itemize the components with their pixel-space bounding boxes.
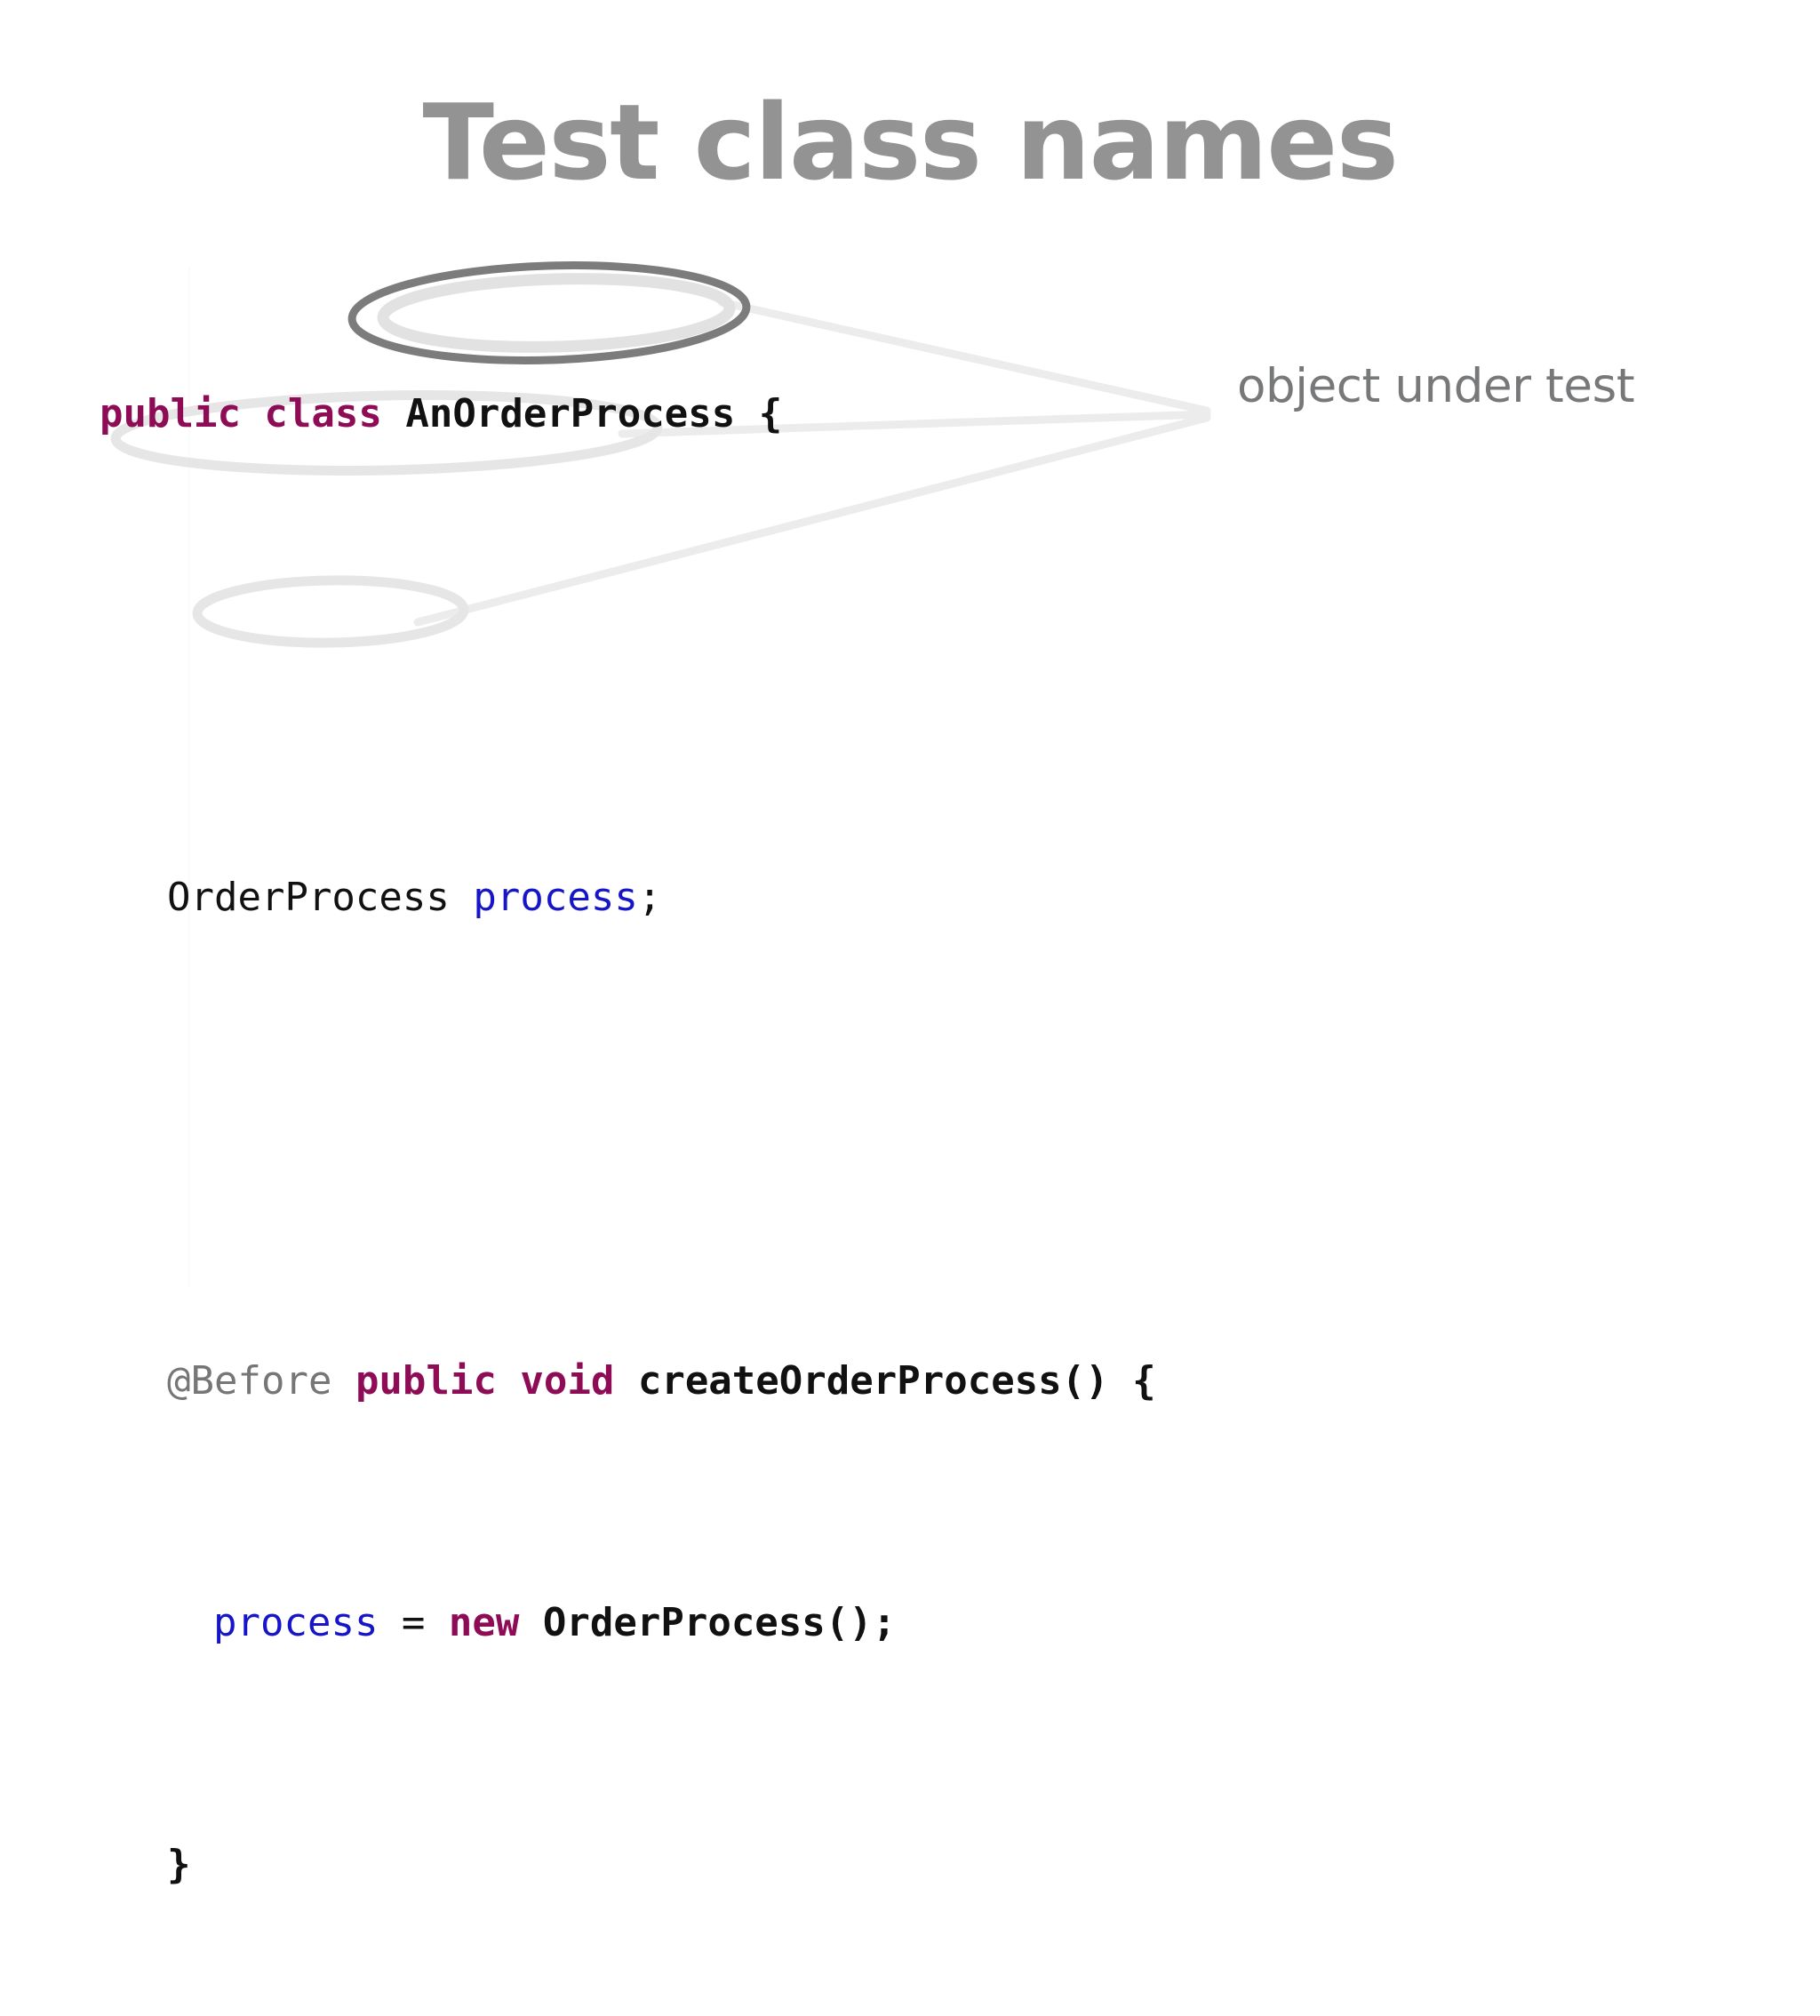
token-close-brace: } [167,1842,191,1887]
token-annotation-before: @Before [167,1358,332,1404]
token-type-orderprocess: OrderProcess [167,875,474,920]
code-line-blank-2 [100,1109,1156,1170]
code-line-assignment: process = new OrderProcess(); [100,1593,1156,1653]
annotation-label-object-under-test: object under test [1237,359,1635,413]
token-semicolon: ; [637,875,662,920]
gutter-rule [188,267,190,1287]
token-keyword-public-void: public void [355,1358,615,1404]
token-constructor-call: OrderProcess(); [519,1600,897,1645]
slide-canvas: Test class names public class AnOrderPro… [100,81,1635,1887]
token-method-signature: createOrderProcess() { [614,1358,1156,1404]
token-var-process-assign: process [213,1600,379,1645]
token-var-process: process [473,875,638,920]
code-line-field-decl: OrderProcess process; [100,868,1156,928]
code-line-blank-1 [100,626,1156,686]
page-title: Test class names [422,81,1400,204]
code-line-before-method: @Before public void createOrderProcess()… [100,1351,1156,1412]
token-open-brace: { [735,391,783,436]
code-block: public class AnOrderProcess { OrderProce… [100,263,1156,2016]
code-line-close-brace: } [100,1835,1156,1895]
token-keyword-new: new [448,1600,520,1645]
code-line-class-decl: public class AnOrderProcess { [100,384,1156,444]
token-keyword-public-class: public class [100,391,406,436]
token-class-name: AnOrderProcess [405,391,736,436]
token-equals: = [378,1600,449,1645]
token-space-1 [331,1358,355,1404]
